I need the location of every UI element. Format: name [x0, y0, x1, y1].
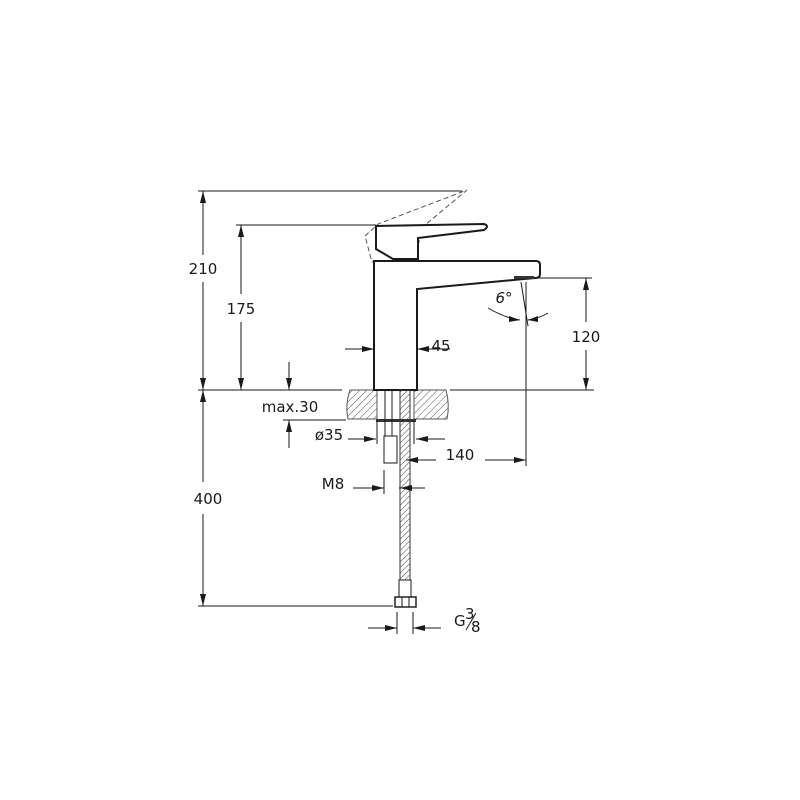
counter-top	[346, 389, 449, 422]
dimension-lines	[200, 191, 589, 634]
dim-120-label: 120	[572, 328, 601, 346]
dim-m8-label: M8	[322, 475, 345, 493]
connection-denominator: 8	[471, 618, 481, 636]
supply-hose	[394, 389, 417, 608]
connection-prefix: G	[454, 612, 466, 630]
dim-210-label: 210	[189, 260, 218, 278]
dim-angle-label: 6°	[495, 289, 512, 307]
connection-numerator: 3	[465, 605, 475, 623]
dim-diameter-label: ø35	[315, 426, 343, 444]
dim-max30-label: max.30	[262, 398, 319, 416]
lever-open-position	[364, 189, 468, 263]
dim-connection-label: G 3 8	[454, 605, 481, 636]
mounting-rod	[383, 389, 398, 464]
faucet-body	[373, 222, 541, 391]
dim-175-label: 175	[227, 300, 256, 318]
dim-400-label: 400	[194, 490, 223, 508]
dim-45-label: 45	[431, 337, 450, 355]
dim-140-label: 140	[446, 446, 475, 464]
